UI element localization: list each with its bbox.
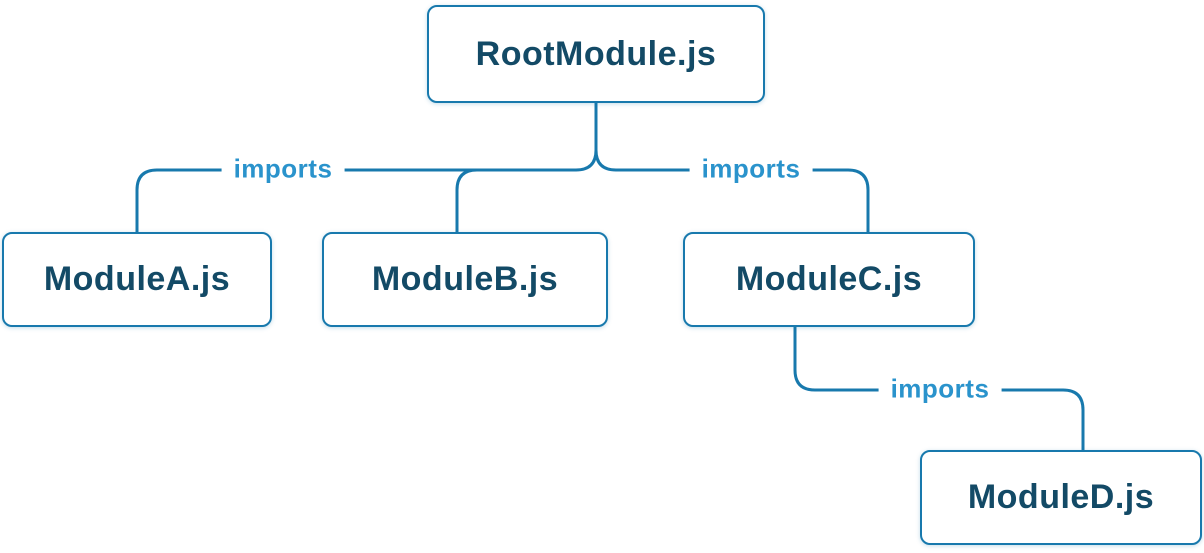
node-rootmodule-label: RootModule.js xyxy=(475,34,717,73)
edge-root-moduleb xyxy=(455,168,502,234)
edge-root-modulea xyxy=(135,148,598,234)
edge-root-modulec xyxy=(594,148,870,234)
edge-label-root-modulea: imports xyxy=(221,153,345,185)
edge-label-modulec-moduled: imports xyxy=(878,373,1002,405)
node-moduled: ModuleD.js xyxy=(920,450,1202,545)
node-modulea: ModuleA.js xyxy=(2,232,272,327)
node-modulea-label: ModuleA.js xyxy=(43,260,231,298)
node-moduleb-label: ModuleB.js xyxy=(371,260,559,298)
node-modulec-label: ModuleC.js xyxy=(735,260,923,298)
node-modulec: ModuleC.js xyxy=(683,232,975,327)
edge-label-root-modulec: imports xyxy=(689,153,813,185)
node-moduled-label: ModuleD.js xyxy=(967,478,1155,516)
node-moduleb: ModuleB.js xyxy=(322,232,608,327)
node-rootmodule: RootModule.js xyxy=(427,5,765,103)
